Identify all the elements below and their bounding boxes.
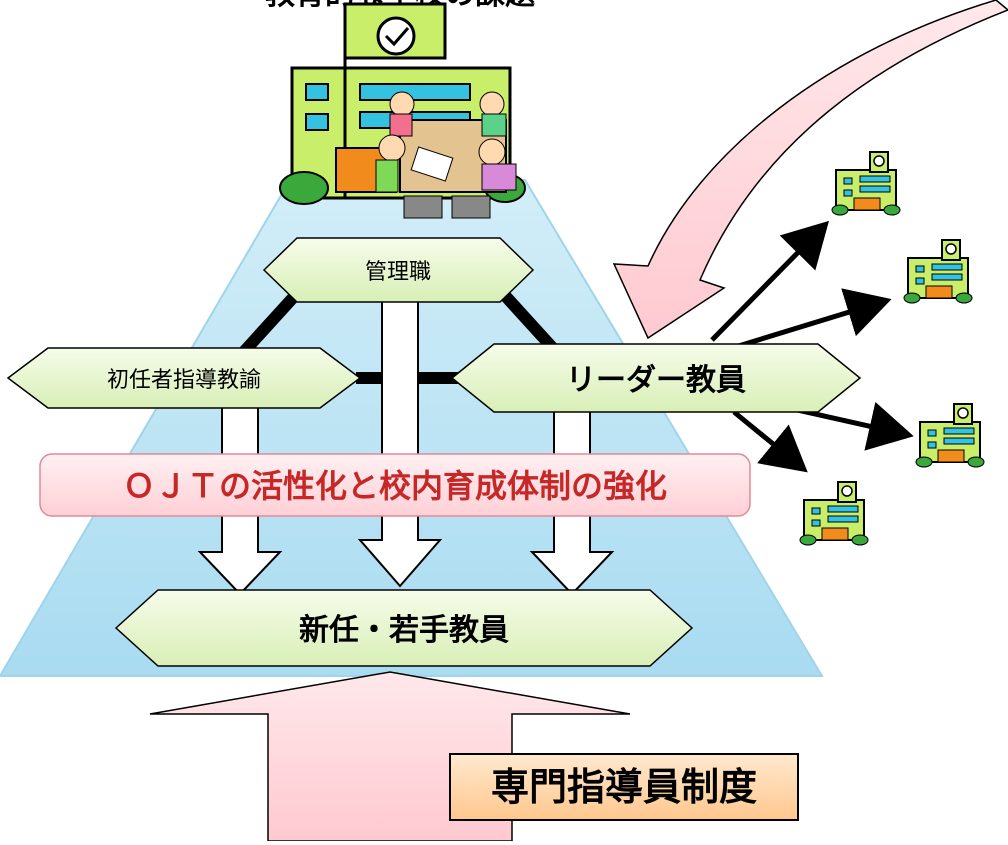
leader-teacher-label: リーダー教員	[566, 363, 746, 398]
new-teacher-box: 新任・若手教員	[114, 589, 694, 667]
main-school-icon	[279, 2, 526, 219]
ojt-banner-label: ＯＪＴの活性化と校内育成体制の強化	[123, 467, 667, 505]
mentor-teacher-label: 初任者指導教諭	[107, 368, 261, 393]
specialist-system-box: 専門指導員制度	[449, 753, 799, 821]
small-school-icon	[915, 403, 985, 468]
management-box: 管理職	[262, 237, 535, 303]
pink-curved-arrow	[612, 0, 1008, 340]
new-teacher-label: 新任・若手教員	[299, 613, 509, 648]
down-arrow-center	[357, 287, 443, 588]
mentor-teacher-box: 初任者指導教諭	[6, 347, 362, 409]
specialist-system-label: 専門指導員制度	[491, 765, 757, 809]
small-school-icon	[903, 239, 973, 304]
ojt-banner: ＯＪＴの活性化と校内育成体制の強化	[39, 453, 751, 517]
management-label: 管理職	[365, 260, 431, 285]
small-school-icon	[799, 481, 869, 546]
small-school-icon	[831, 151, 901, 216]
leader-teacher-box: リーダー教員	[450, 343, 862, 413]
